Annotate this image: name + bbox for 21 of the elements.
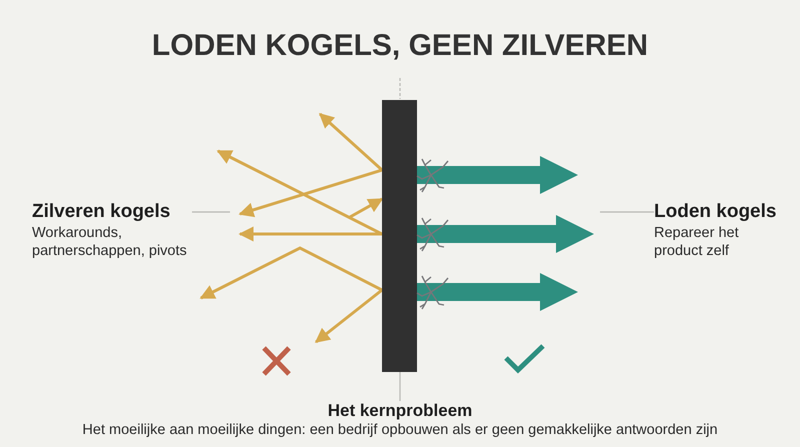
leader-line [192, 211, 230, 213]
arrow [417, 156, 578, 194]
arrow [200, 246, 383, 300]
description-text: Workarounds, partnerschappen, pivots [32, 224, 188, 260]
arrow [417, 273, 578, 311]
arrow [349, 198, 384, 218]
arrow [417, 215, 594, 253]
title: LODEN KOGELS, GEEN ZILVEREN [150, 28, 650, 64]
description-text: Het moeilijke aan moeilijke dingen: een bedrijf opbouwen als er geen gemakkelijke antwoorden zijn [82, 421, 718, 439]
heading-text: Het kernprobleem [328, 401, 472, 421]
arrow [318, 112, 383, 172]
arrow [216, 150, 383, 236]
heading-text: Zilveren kogels [32, 200, 170, 224]
arrow [238, 226, 382, 242]
arrow [238, 168, 382, 218]
arrow [314, 288, 383, 344]
wall-bar [382, 100, 417, 372]
leader-line [600, 211, 654, 213]
leader-line [399, 372, 401, 401]
heading-text: Loden kogels [654, 200, 776, 224]
description-text: Repareer het product zelf [654, 224, 740, 260]
